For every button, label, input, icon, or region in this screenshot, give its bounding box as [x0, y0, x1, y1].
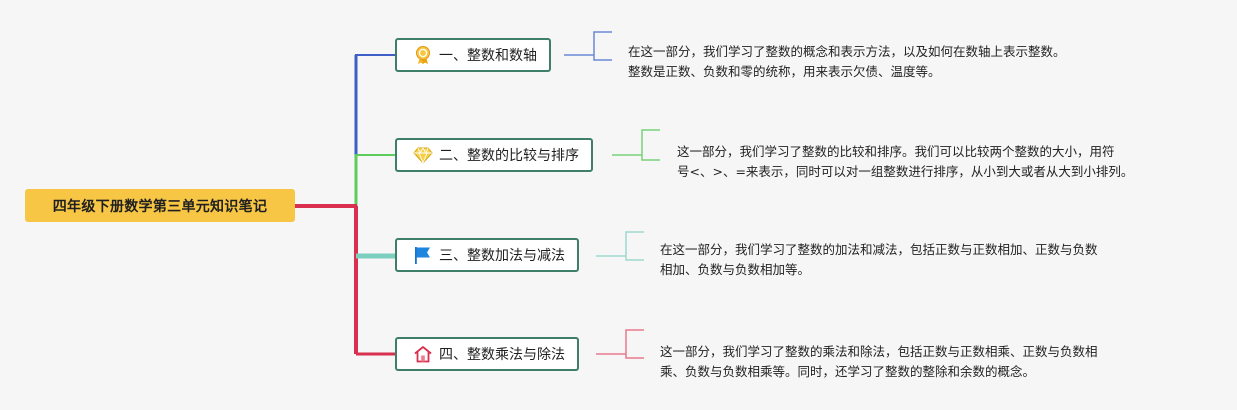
topic-1[interactable]: 一、整数和数轴 [395, 38, 551, 72]
root-topic-label: 四年级下册数学第三单元知识笔记 [52, 198, 268, 215]
root-topic[interactable]: 四年级下册数学第三单元知识笔记 [25, 189, 295, 222]
topic-4[interactable]: 四、整数乘法与除法 [395, 337, 579, 371]
topic-4-note: 这一部分，我们学习了整数的乘法和除法，包括正数与正数相乘、正数与负数相 乘、负数… [660, 344, 1098, 379]
topic-2[interactable]: 二、整数的比较与排序 [395, 138, 593, 172]
topic-3-label: 三、整数加法与减法 [439, 248, 565, 264]
topic-3-note: 在这一部分，我们学习了整数的加法和减法，包括正数与正数相加、正数与负数 相加、负… [660, 242, 1098, 277]
connector-note-2 [612, 129, 660, 161]
connector-note-1 [564, 31, 612, 61]
topic-2-note: 这一部分，我们学习了整数的比较和排序。我们可以比较两个整数的大小，用符 号<、>… [677, 144, 1134, 179]
topic-3[interactable]: 三、整数加法与减法 [395, 238, 579, 272]
connector-note-4 [596, 329, 644, 359]
topic-1-label: 一、整数和数轴 [439, 48, 537, 64]
diamond-icon [413, 145, 433, 165]
house-icon [413, 344, 433, 364]
connector-note-3 [596, 231, 644, 261]
topic-4-label: 四、整数乘法与除法 [439, 347, 565, 363]
topic-1-note: 在这一部分，我们学习了整数的概念和表示方法，以及如何在数轴上表示整数。 整数是正… [628, 44, 1066, 79]
flag-icon [413, 245, 433, 265]
award-medal-icon [413, 45, 433, 65]
topic-2-label: 二、整数的比较与排序 [439, 148, 579, 164]
